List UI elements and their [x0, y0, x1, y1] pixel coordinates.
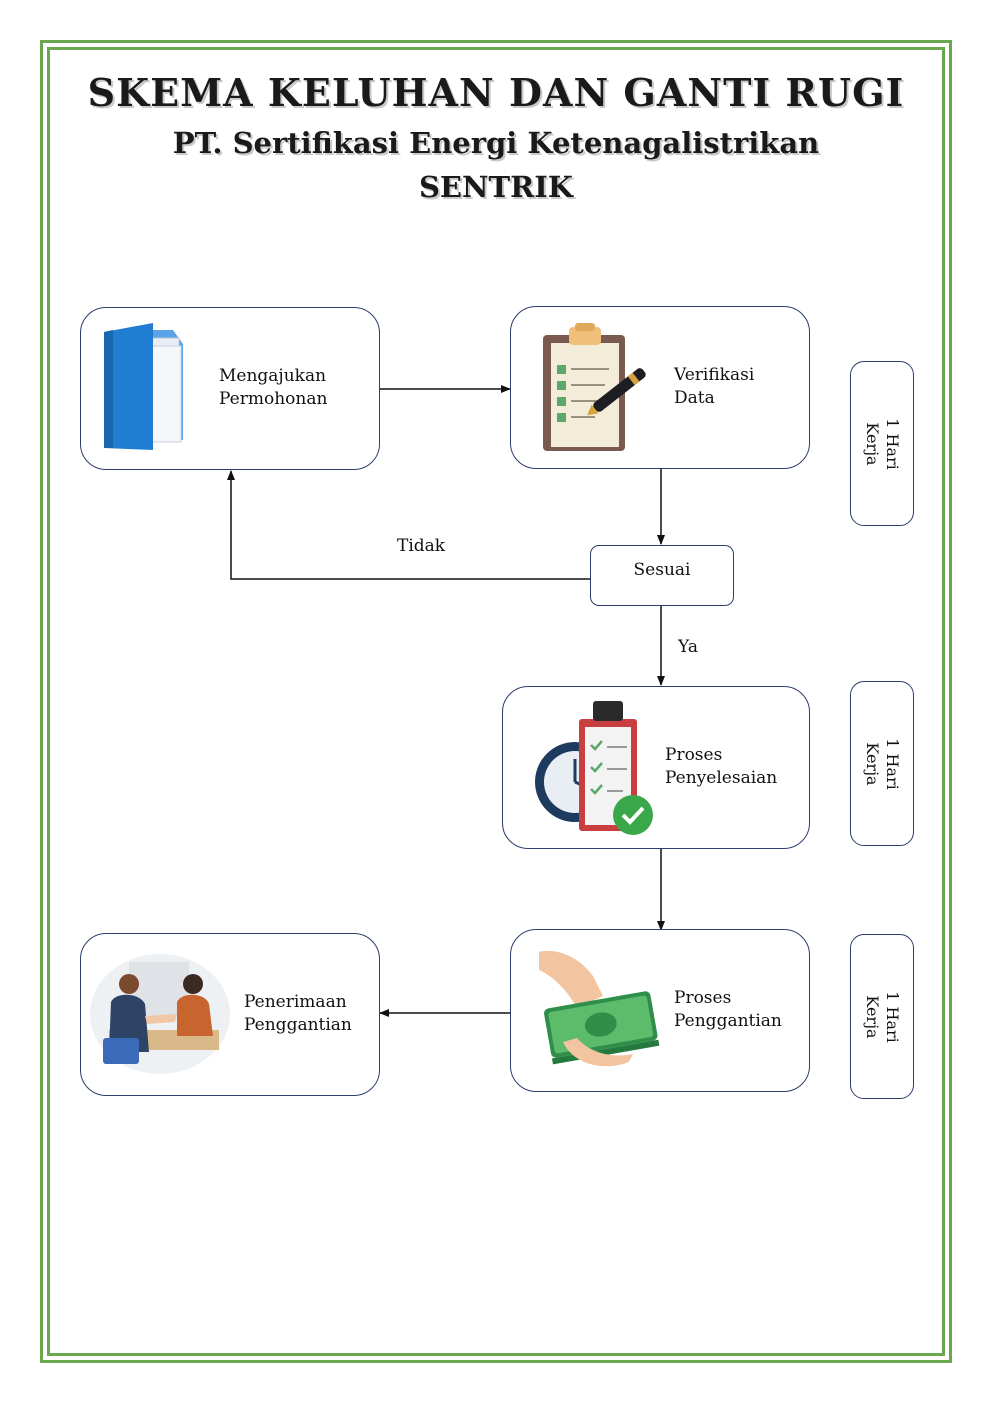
label-penyelesaian: Proses Penyelesaian — [665, 745, 778, 788]
arrow-tidak-back — [227, 470, 590, 580]
page-border-inner — [47, 47, 945, 1356]
edge-label-tidak: Tidak — [397, 536, 446, 556]
label-mengajukan: Mengajukan Permohonan — [219, 366, 328, 409]
edge-label-ya: Ya — [678, 637, 699, 657]
company-short-name: SENTRIK — [418, 170, 573, 204]
node-proses-penggantian: Proses Penggantian — [510, 929, 810, 1092]
label-penerimaan: Penerimaan Penggantian — [244, 992, 352, 1035]
node-verifikasi-data: Verifikasi Data — [510, 306, 810, 469]
page-border-outer — [40, 40, 952, 1363]
cash-hand-icon — [539, 950, 660, 1067]
node-penerimaan-penggantian: Penerimaan Penggantian — [80, 933, 380, 1096]
duration-text-2: 1 Hari Kerja — [863, 737, 902, 790]
folder-icon — [104, 323, 183, 450]
label-penggantian: Proses Penggantian — [674, 988, 782, 1031]
decision-sesuai: Sesuai — [590, 545, 734, 606]
label-sesuai: Sesuai — [633, 560, 691, 580]
clipboard-pen-icon — [543, 323, 646, 451]
duration-box-1: 1 Hari Kerja — [850, 361, 914, 526]
duration-text-1: 1 Hari Kerja — [863, 417, 902, 470]
duration-box-3: 1 Hari Kerja — [850, 934, 914, 1099]
main-title: SKEMA KELUHAN DAN GANTI RUGI — [87, 70, 905, 115]
label-verifikasi: Verifikasi Data — [674, 365, 755, 408]
duration-text-3: 1 Hari Kerja — [863, 990, 902, 1043]
duration-box-2: 1 Hari Kerja — [850, 681, 914, 846]
node-proses-penyelesaian: Proses Penyelesaian — [502, 686, 810, 849]
company-subtitle: PT. Sertifikasi Energi Ketenagalistrikan — [172, 126, 820, 160]
stopwatch-checklist-icon — [535, 701, 653, 835]
handshake-meeting-icon — [90, 954, 230, 1074]
node-mengajukan-permohonan: Mengajukan Permohonan — [80, 307, 380, 470]
